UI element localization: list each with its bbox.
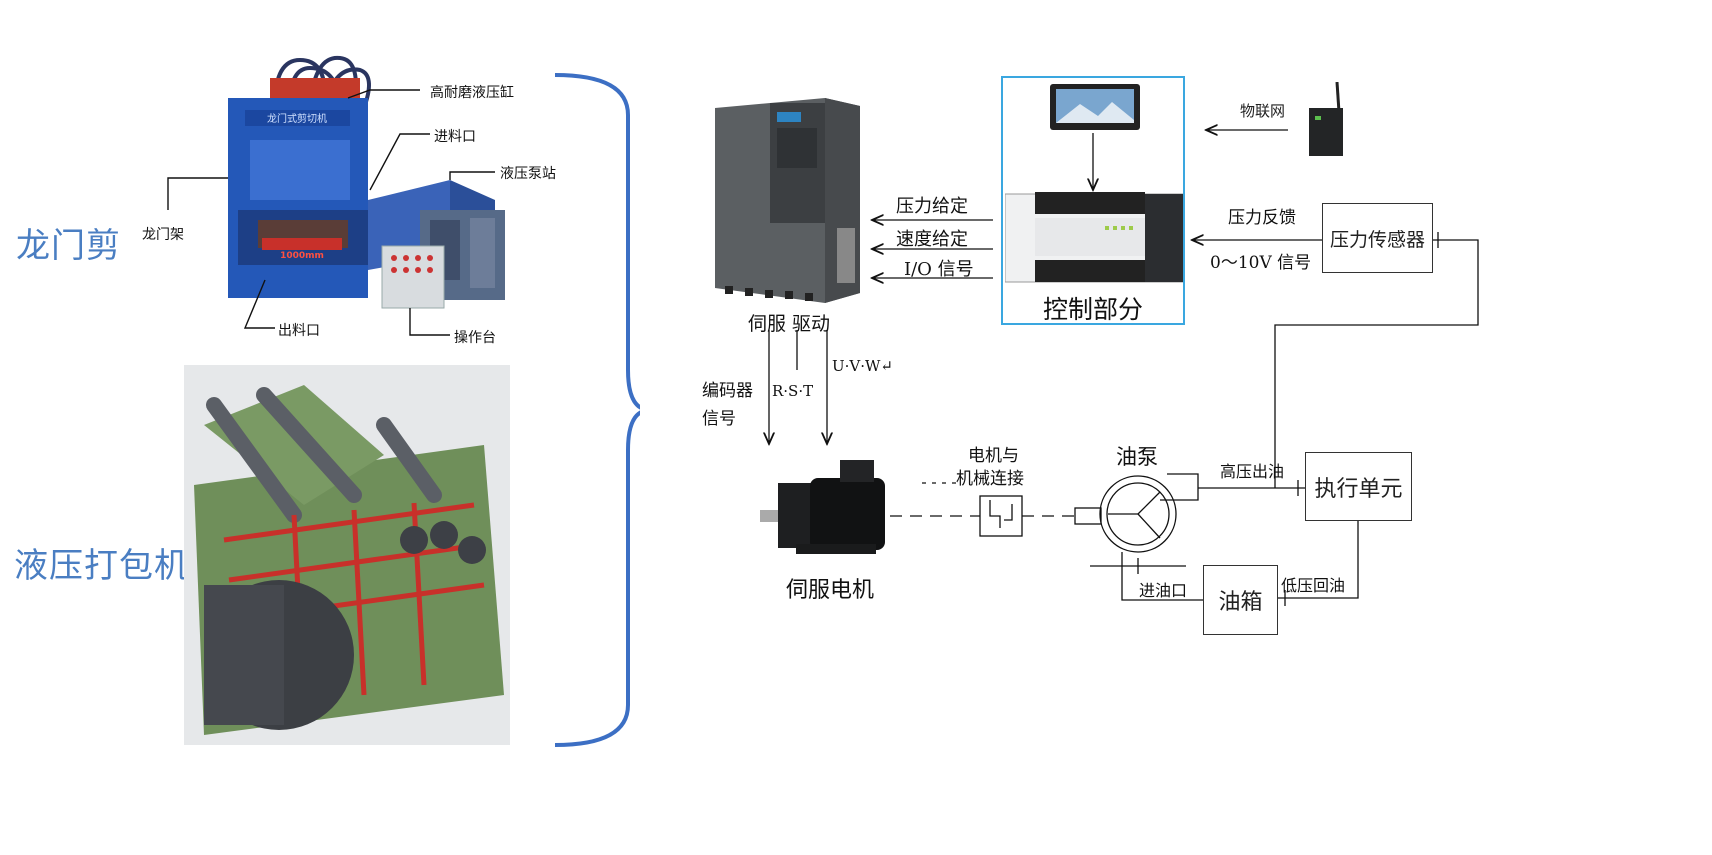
encoder-signal-label-1: 编码器 [702,381,753,401]
coupling-symbol [979,495,1023,537]
oil-inlet-label: 进油口 [1139,581,1188,600]
coupling-label-2: 机械连接 [956,469,1024,489]
servo-drive-image [715,98,860,303]
callout-lines [167,89,495,336]
machine-plate: 龙门式剪切机 [267,112,327,125]
servo-motor-image [760,460,885,554]
callout-console: 操作台 [454,330,496,346]
baler-image [184,365,510,745]
valve-block [270,78,360,100]
actuator-box: 执行单元 [1305,452,1412,521]
machine-tonnage: 1000mm [280,251,324,261]
rst-label: R·S·T [772,382,814,400]
callout-feed-inlet: 进料口 [434,129,476,145]
line-sensor-loop [1274,239,1479,488]
plc-image [1005,192,1183,283]
pressure-given-label: 压力给定 [896,196,968,217]
iot-label: 物联网 [1240,102,1286,120]
voltage-signal-label: 0～10V 信号 [1210,253,1312,273]
line-oil-inlet [1121,552,1203,601]
oil-tank-box: 油箱 [1203,565,1278,635]
control-console [381,245,445,309]
iot-router-image [1309,82,1343,156]
brace [554,73,640,747]
high-pressure-out-label: 高压出油 [1220,462,1285,481]
control-section-box [1001,76,1185,325]
pressure-sensor-box: 压力传感器 [1322,203,1433,273]
speed-given-label: 速度给定 [896,229,968,250]
uvw-label: U·V·W↵ [832,357,893,375]
baler-cylinders [206,387,442,523]
line-low-pressure [1278,520,1359,599]
callout-gantry-frame: 龙门架 [142,227,184,243]
callout-pump-station: 液压泵站 [500,166,556,182]
callout-outlet: 出料口 [278,323,320,339]
hmi-screen-image [1050,84,1140,130]
low-pressure-return-label: 低压回油 [1281,576,1346,595]
servo-drive-label: 伺服 驱动 [748,313,831,335]
io-signal-label: I/O 信号 [904,259,974,280]
gantry-shear-image: 龙门式剪切机 1000mm [167,55,505,336]
callout-cylinder: 高耐磨液压缸 [430,85,514,101]
oil-pump-symbol [1099,475,1177,553]
control-section-label: 控制部分 [1042,295,1143,324]
oil-pump-label: 油泵 [1116,445,1158,469]
gantry-shear-label: 龙门剪 [16,226,121,266]
baler-label: 液压打包机 [14,546,189,586]
pressure-feedback-label: 压力反馈 [1228,208,1296,228]
encoder-signal-label-2: 信号 [702,409,736,429]
coupling-label-1: 电机与 [968,446,1019,466]
servo-motor-label: 伺服电机 [786,578,875,603]
